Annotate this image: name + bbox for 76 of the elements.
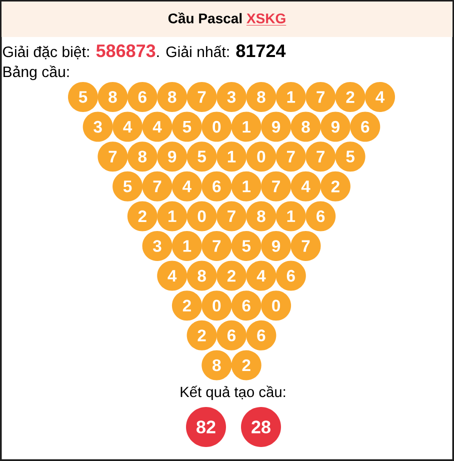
number-ball: 5 xyxy=(186,142,217,172)
number-ball: 7 xyxy=(261,171,292,202)
number-ball: 8 xyxy=(202,350,232,380)
header-band: Cầu Pascal XSKG xyxy=(2,2,452,37)
number-ball: 2 xyxy=(320,171,350,202)
number-ball: 2 xyxy=(231,350,262,380)
section-label: Kết quả tạo cầu: xyxy=(180,386,286,400)
number-ball: 0 xyxy=(202,112,232,142)
number-ball: 1 xyxy=(231,171,262,202)
number-ball: 7 xyxy=(202,231,232,261)
number-ball: 4 xyxy=(290,171,321,202)
number-ball: 7 xyxy=(276,142,306,172)
number-ball: 0 xyxy=(186,201,217,232)
number-ball: 9 xyxy=(157,142,188,172)
number-ball: 2 xyxy=(216,260,246,291)
number-ball: 0 xyxy=(261,290,292,321)
label: . Giải nhất: xyxy=(157,45,229,58)
number-ball: 6 xyxy=(246,320,276,350)
number-ball: 6 xyxy=(127,82,158,112)
number-ball: 7 xyxy=(290,231,321,261)
number-ball: 6 xyxy=(202,171,232,202)
number-ball: 6 xyxy=(276,260,306,291)
number-ball: 0 xyxy=(246,142,276,172)
number-ball: 8 xyxy=(246,82,276,112)
number-ball: 7 xyxy=(98,142,128,172)
number-ball: 1 xyxy=(157,201,188,232)
number-ball: 3 xyxy=(82,112,113,142)
number-ball: 6 xyxy=(231,290,262,321)
number-ball: 7 xyxy=(306,142,336,172)
number-ball: 5 xyxy=(231,231,262,261)
number-ball: 1 xyxy=(276,201,306,232)
prize-line: Giải đặc biệt: 586873. Giải nhất: 81724 xyxy=(3,44,286,60)
number-ball: 4 xyxy=(157,260,188,291)
result-ball: 28 xyxy=(241,407,281,447)
label: 586873 xyxy=(96,44,156,58)
number-ball: 9 xyxy=(320,112,350,142)
number-ball: 5 xyxy=(335,142,366,172)
number-ball: 5 xyxy=(172,112,202,142)
number-ball: 3 xyxy=(216,82,246,112)
number-ball: 8 xyxy=(98,82,128,112)
number-ball: 4 xyxy=(246,260,276,291)
number-ball: 8 xyxy=(290,112,321,142)
result-ball: 82 xyxy=(186,407,226,447)
number-ball: 7 xyxy=(142,171,172,202)
number-ball: 4 xyxy=(365,82,395,112)
link: XSKG xyxy=(246,13,286,26)
number-ball: 7 xyxy=(186,82,217,112)
number-ball: 1 xyxy=(216,142,246,172)
number-ball: 6 xyxy=(306,201,336,232)
number-ball: 1 xyxy=(276,82,306,112)
number-ball: 3 xyxy=(142,231,172,261)
number-ball: 2 xyxy=(127,201,158,232)
number-ball: 5 xyxy=(68,82,98,112)
number-ball: 6 xyxy=(216,320,246,350)
number-ball: 9 xyxy=(261,231,292,261)
number-ball: 4 xyxy=(172,171,202,202)
section-label: Bảng cầu: xyxy=(4,65,69,80)
number-ball: 7 xyxy=(306,82,336,112)
number-ball: 6 xyxy=(350,112,380,142)
number-ball: 8 xyxy=(186,260,217,291)
number-ball: 1 xyxy=(172,231,202,261)
number-ball: 8 xyxy=(246,201,276,232)
number-ball: 4 xyxy=(112,112,143,142)
number-ball: 1 xyxy=(231,112,262,142)
label: Giải đặc biệt: xyxy=(3,46,89,60)
number-ball: 4 xyxy=(142,112,172,142)
number-ball: 5 xyxy=(112,171,143,202)
number-ball: 2 xyxy=(186,320,217,350)
number-ball: 8 xyxy=(127,142,158,172)
number-ball: 9 xyxy=(261,112,292,142)
number-ball: 0 xyxy=(202,290,232,321)
number-ball: 2 xyxy=(335,82,366,112)
label: 81724 xyxy=(236,44,286,58)
number-ball: 8 xyxy=(157,82,188,112)
number-ball: 2 xyxy=(172,290,202,321)
number-ball: 7 xyxy=(216,201,246,232)
